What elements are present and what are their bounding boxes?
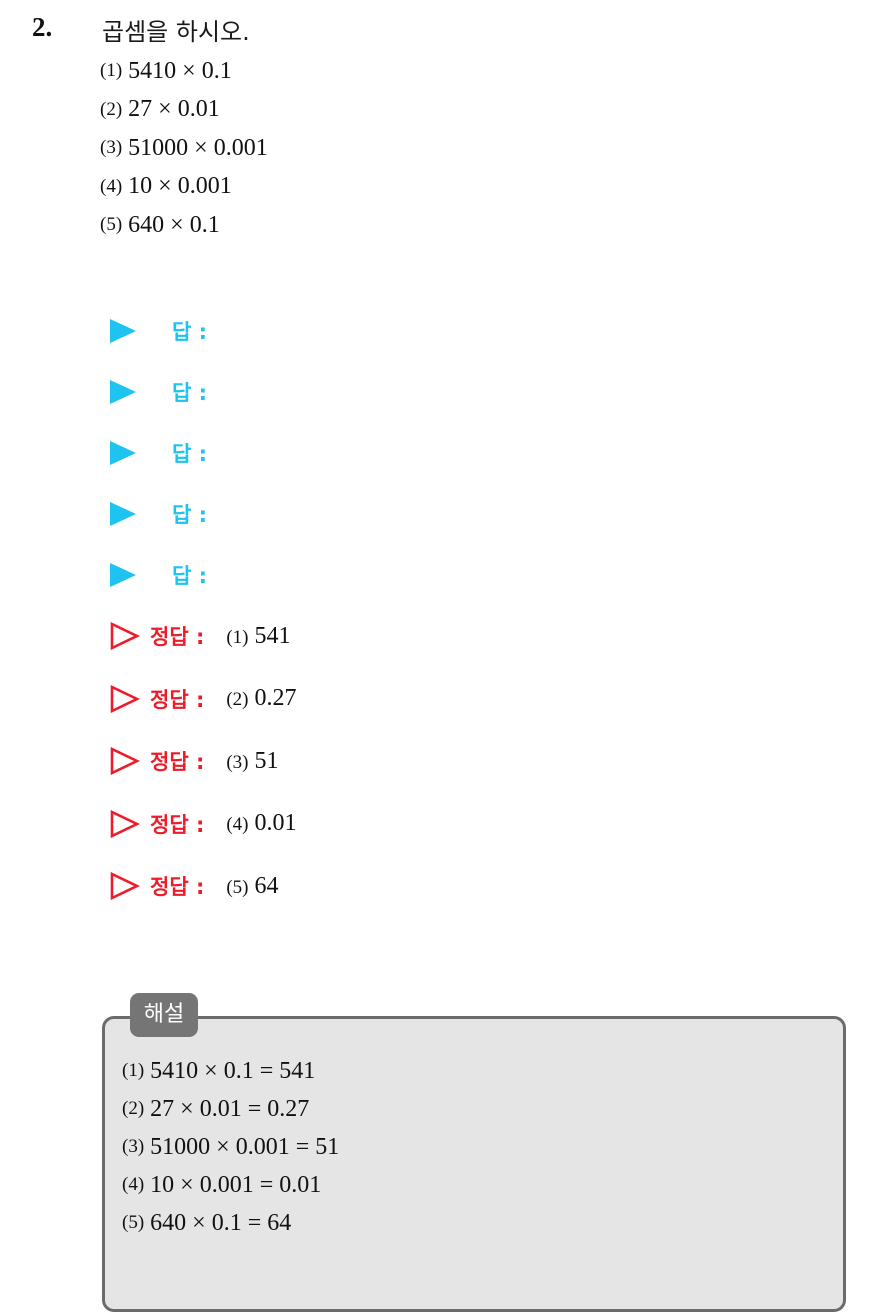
explanation-line-2: (2) 27 × 0.01 = 0.27	[122, 1090, 339, 1128]
explanation-expression: 51000 × 0.001 = 51	[150, 1133, 340, 1160]
solution-value: (5)64	[226, 873, 278, 900]
solution-number: (5)	[226, 876, 249, 898]
explanation-number: (5)	[122, 1212, 145, 1233]
explanation-expression: 5410 × 0.1 = 541	[150, 1057, 316, 1084]
outline-triangle-icon	[110, 809, 140, 838]
item-expression: 10 × 0.001	[128, 173, 232, 200]
outline-triangle-icon	[110, 747, 140, 776]
solution-result: 51	[254, 747, 279, 774]
answer-row-3[interactable]: 답 :	[110, 422, 207, 483]
solution-label: 정답 :	[150, 812, 205, 837]
question-number: 2.	[32, 12, 53, 42]
play-triangle-icon	[110, 440, 136, 465]
play-triangle-icon	[110, 562, 136, 587]
solution-result: 0.27	[254, 685, 297, 712]
answer-label: 답 :	[172, 502, 208, 527]
explanation-expression: 27 × 0.01 = 0.27	[150, 1095, 310, 1122]
solution-row-1: 정답 : (1)541	[110, 605, 297, 668]
question-item-2: (2) 27 × 0.01	[100, 91, 268, 130]
item-expression: 640 × 0.1	[128, 211, 220, 238]
answer-row-2[interactable]: 답 :	[110, 361, 207, 422]
solution-value: (3)51	[226, 748, 278, 775]
item-number: (1)	[100, 60, 123, 82]
answer-row-1[interactable]: 답 :	[110, 300, 207, 361]
solution-label: 정답 :	[150, 687, 205, 712]
item-number: (2)	[100, 98, 123, 120]
solution-number: (1)	[226, 626, 249, 648]
explanation-number: (3)	[122, 1136, 145, 1157]
play-triangle-icon	[110, 379, 136, 404]
answer-label: 답 :	[172, 319, 208, 344]
solution-label: 정답 :	[150, 750, 205, 775]
question-item-5: (5) 640 × 0.1	[100, 206, 268, 245]
outline-triangle-icon	[110, 622, 140, 651]
solution-value: (4)0.01	[226, 810, 296, 837]
item-expression: 5410 × 0.1	[128, 57, 232, 84]
solution-list: 정답 : (1)541 정답 : (2)0.27 정답 : (3)51 정답 :…	[110, 605, 297, 918]
item-number: (3)	[100, 137, 123, 159]
play-triangle-icon	[110, 318, 136, 343]
solution-value: (2)0.27	[226, 685, 296, 712]
explanation-expression: 10 × 0.001 = 0.01	[150, 1171, 322, 1198]
solution-result: 64	[254, 872, 279, 899]
solution-result: 541	[254, 622, 291, 649]
explanation-line-1: (1) 5410 × 0.1 = 541	[122, 1052, 339, 1090]
solution-row-5: 정답 : (5)64	[110, 855, 297, 918]
answer-blanks: 답 : 답 : 답 : 답 : 답 :	[110, 300, 207, 605]
item-expression: 27 × 0.01	[128, 96, 220, 123]
solution-row-3: 정답 : (3)51	[110, 730, 297, 793]
item-expression: 51000 × 0.001	[128, 134, 268, 161]
solution-result: 0.01	[254, 810, 297, 837]
solution-number: (4)	[226, 814, 249, 836]
item-number: (5)	[100, 214, 123, 236]
explanation-line-3: (3) 51000 × 0.001 = 51	[122, 1128, 339, 1166]
answer-label: 답 :	[172, 441, 208, 466]
solution-label: 정답 :	[150, 875, 205, 900]
answer-label: 답 :	[172, 563, 208, 588]
question-item-3: (3) 51000 × 0.001	[100, 129, 268, 168]
answer-label: 답 :	[172, 380, 208, 405]
explanation-expression: 640 × 0.1 = 64	[150, 1209, 292, 1236]
solution-row-4: 정답 : (4)0.01	[110, 793, 297, 856]
item-number: (4)	[100, 175, 123, 197]
answer-row-5[interactable]: 답 :	[110, 544, 207, 605]
outline-triangle-icon	[110, 684, 140, 713]
solution-value: (1)541	[226, 623, 290, 650]
question-title: 곱셈을 하시오.	[102, 18, 250, 46]
answer-row-4[interactable]: 답 :	[110, 483, 207, 544]
solution-number: (3)	[226, 751, 249, 773]
explanation-number: (1)	[122, 1060, 145, 1081]
explanation-tag: 해설	[130, 993, 198, 1037]
question-item-1: (1) 5410 × 0.1	[100, 52, 268, 91]
question-item-4: (4) 10 × 0.001	[100, 168, 268, 207]
question-items: (1) 5410 × 0.1 (2) 27 × 0.01 (3) 51000 ×…	[100, 52, 268, 245]
outline-triangle-icon	[110, 872, 140, 901]
explanation-lines: (1) 5410 × 0.1 = 541 (2) 27 × 0.01 = 0.2…	[122, 1052, 339, 1242]
solution-label: 정답 :	[150, 625, 205, 650]
solution-row-2: 정답 : (2)0.27	[110, 668, 297, 731]
explanation-box	[102, 1016, 846, 1312]
solution-number: (2)	[226, 689, 249, 711]
explanation-line-5: (5) 640 × 0.1 = 64	[122, 1204, 339, 1242]
explanation-number: (4)	[122, 1174, 145, 1195]
play-triangle-icon	[110, 501, 136, 526]
explanation-number: (2)	[122, 1098, 145, 1119]
explanation-line-4: (4) 10 × 0.001 = 0.01	[122, 1166, 339, 1204]
